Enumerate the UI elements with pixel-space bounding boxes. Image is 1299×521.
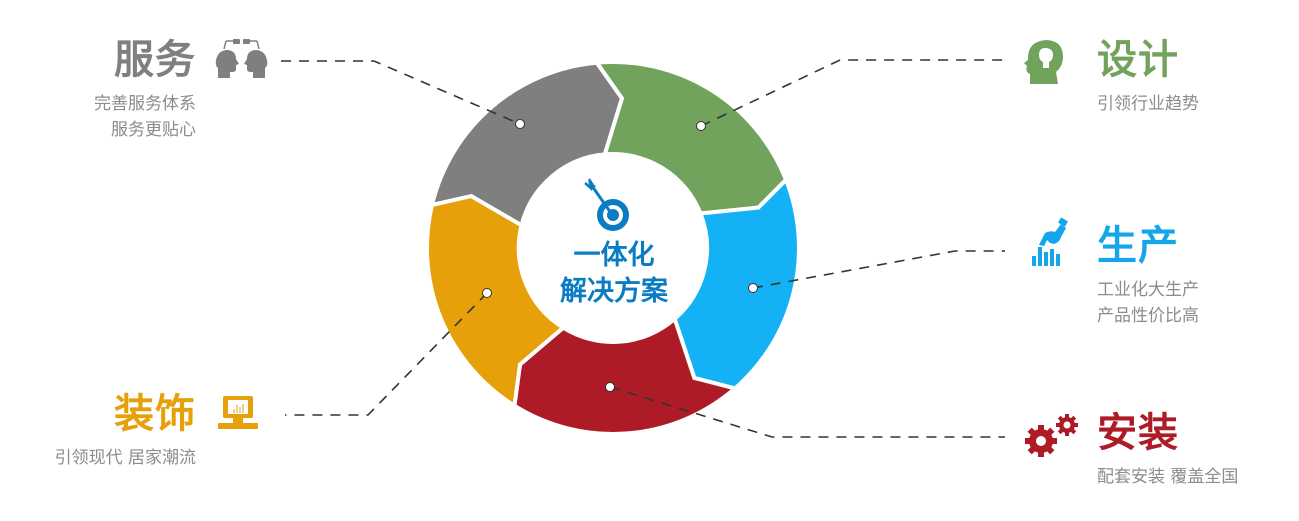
item-decoration: 装饰 引领现代 居家潮流 [55,391,196,471]
center-label: 一体化 解决方案 [530,238,698,310]
anchor-dot-design [696,121,706,131]
target-arrow-icon [584,178,629,231]
item-service-line2: 服务更贴心 [111,120,196,140]
item-production-line1: 工业化大生产 [1097,280,1199,300]
segment-decoration [424,193,567,410]
hand-bar-chart-icon [1032,217,1068,266]
item-decoration-line1: 引领现代 居家潮流 [54,448,196,468]
segment-design [593,60,789,216]
item-service-title: 服务 [114,37,196,83]
lightbulb-head-icon [1024,40,1063,84]
anchor-dot-service [515,119,525,129]
anchor-dot-installation [605,382,615,392]
anchor-dot-decoration [482,288,492,298]
center-label-line1: 一体化 [573,240,655,271]
leader-line-decoration [285,292,488,416]
center-label-line2: 解决方案 [560,276,668,307]
item-production: 生产 工业化大生产 产品性价比高 [1097,223,1199,329]
item-decoration-title: 装饰 [114,391,196,437]
item-design-title: 设计 [1097,37,1179,83]
item-service-line1: 完善服务体系 [94,94,196,114]
people-plug-icon [215,39,268,78]
item-installation-line1: 配套安装 覆盖全国 [1097,467,1239,487]
monitor-chart-icon [218,396,258,429]
leader-line-installation [609,386,1005,438]
item-installation: 安装 配套安装 覆盖全国 [1097,410,1238,490]
anchor-dot-production [748,283,758,293]
item-service: 服务 完善服务体系 服务更贴心 [94,37,196,143]
leader-line-service [281,60,521,125]
item-production-line2: 产品性价比高 [1097,306,1199,326]
leader-line-production [752,250,1005,289]
item-installation-title: 安装 [1097,410,1179,456]
item-design-line1: 引领行业趋势 [1097,94,1199,114]
item-production-title: 生产 [1097,223,1179,269]
gears-icon [1025,414,1078,457]
item-design: 设计 引领行业趋势 [1097,37,1199,117]
leader-line-design [700,59,1005,127]
